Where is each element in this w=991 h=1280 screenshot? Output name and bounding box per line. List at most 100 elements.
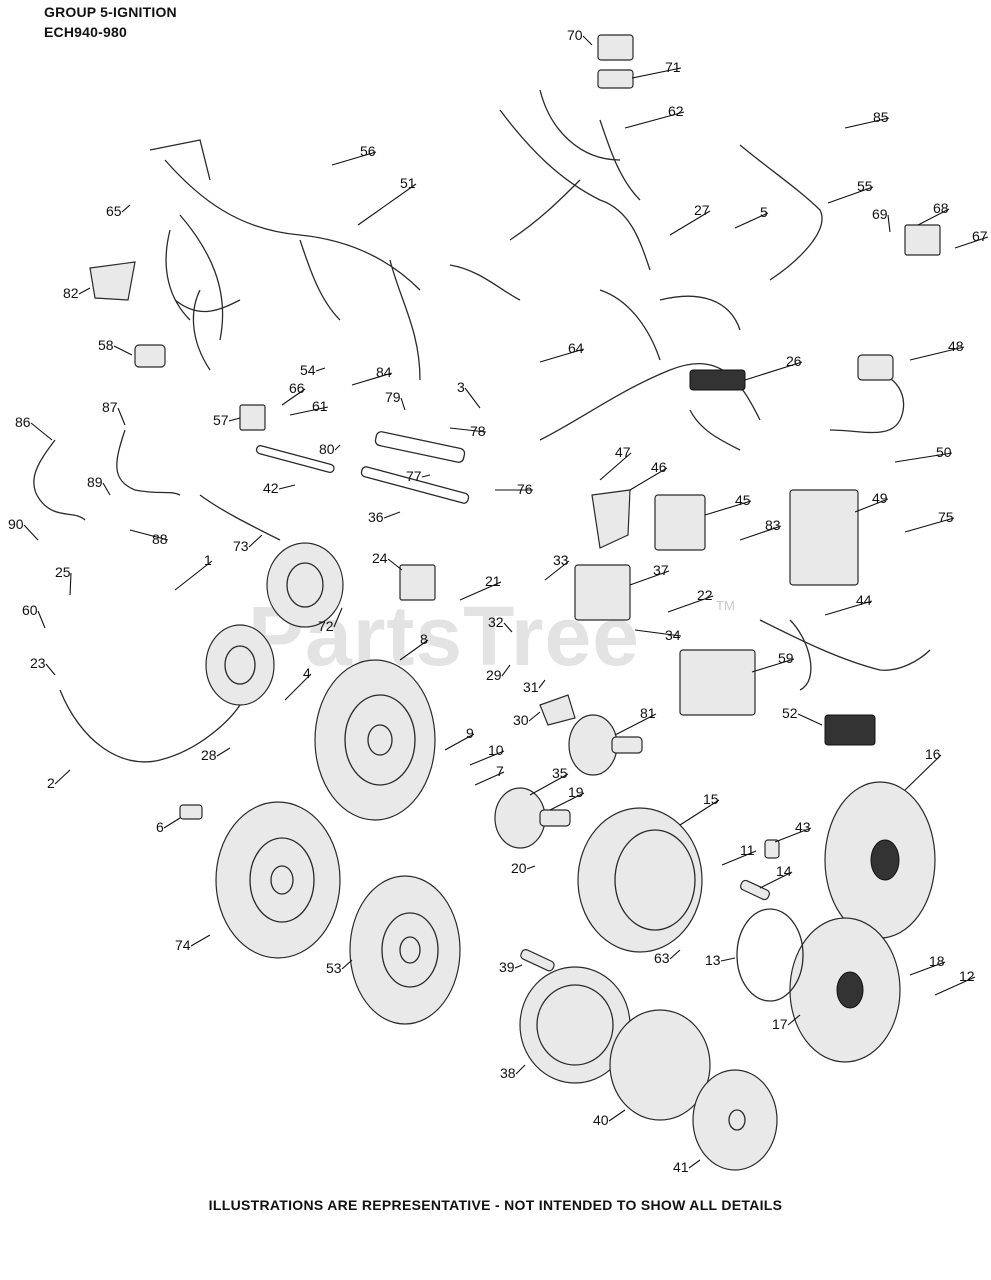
callout-30: 30 [513, 712, 529, 728]
callout-26: 26 [786, 353, 802, 369]
callout-56: 56 [360, 143, 376, 159]
callout-leader-45 [704, 500, 752, 516]
sensor-58 [134, 344, 166, 368]
cable-42 [255, 445, 335, 474]
callout-leader-69 [887, 214, 891, 233]
callout-leader-2 [54, 769, 71, 785]
callout-leader-70 [582, 35, 593, 46]
callout-59: 59 [778, 650, 794, 666]
callout-31: 31 [523, 679, 539, 695]
callout-leader-74 [190, 934, 211, 947]
callout-leader-7 [474, 771, 505, 786]
callout-55: 55 [857, 178, 873, 194]
callout-leader-38 [515, 1064, 526, 1075]
callout-89: 89 [87, 474, 103, 490]
callout-14: 14 [776, 863, 792, 879]
callout-leader-53 [341, 959, 353, 970]
callout-leader-88 [129, 529, 169, 541]
callout-leader-62 [624, 111, 685, 129]
stator-73 [266, 542, 344, 628]
callout-leader-51 [357, 183, 417, 226]
callout-leader-44 [824, 600, 873, 616]
callout-24: 24 [372, 550, 388, 566]
callout-leader-18 [909, 961, 946, 976]
callout-82: 82 [63, 285, 79, 301]
callout-71: 71 [665, 59, 681, 75]
callout-16: 16 [925, 746, 941, 762]
callout-54: 54 [300, 362, 316, 378]
callout-21: 21 [485, 573, 501, 589]
callout-leader-39 [514, 964, 523, 969]
flywheel-53 [349, 875, 461, 1025]
callout-leader-79 [400, 397, 406, 411]
callout-leader-77 [421, 474, 431, 478]
callout-62: 62 [668, 103, 684, 119]
callout-23: 23 [30, 655, 46, 671]
callout-leader-8 [399, 639, 429, 661]
bracket-30 [539, 694, 576, 726]
callout-58: 58 [98, 337, 114, 353]
callout-leader-26 [744, 361, 803, 381]
callout-leader-16 [904, 754, 942, 791]
callout-leader-54 [315, 367, 326, 372]
connector-52 [824, 714, 876, 746]
callout-60: 60 [22, 602, 38, 618]
wiring-harness-55 [739, 144, 823, 281]
callout-83: 83 [765, 517, 781, 533]
cooling-fan-15 [577, 807, 703, 953]
callout-3: 3 [457, 379, 465, 395]
callout-65: 65 [106, 203, 122, 219]
callout-13: 13 [705, 952, 721, 968]
hub-81 [568, 714, 618, 776]
callout-leader-20 [526, 865, 536, 870]
callout-leader-59 [751, 658, 795, 673]
callout-leader-24 [387, 558, 403, 571]
callout-leader-82 [78, 287, 91, 295]
callout-leader-61 [289, 406, 329, 416]
callout-27: 27 [694, 202, 710, 218]
callout-leader-28 [216, 747, 231, 757]
callout-10: 10 [488, 742, 504, 758]
callout-leader-13 [720, 957, 736, 962]
callout-leader-71 [631, 67, 682, 79]
callout-87: 87 [102, 399, 118, 415]
callout-20: 20 [511, 860, 527, 876]
callout-81: 81 [640, 705, 656, 721]
callout-leader-63 [669, 949, 681, 960]
callout-leader-64 [539, 348, 585, 363]
callout-67: 67 [972, 228, 988, 244]
callout-leader-11 [721, 850, 757, 866]
callout-leader-25 [69, 572, 72, 596]
callout-77: 77 [406, 468, 422, 484]
callout-leader-49 [854, 498, 889, 513]
callout-52: 52 [782, 705, 798, 721]
callout-45: 45 [735, 492, 751, 508]
stator-2 [205, 624, 275, 706]
callout-70: 70 [567, 27, 583, 43]
callout-leader-86 [30, 422, 53, 441]
callout-leader-23 [45, 663, 56, 676]
flywheel-8 [314, 659, 436, 821]
callout-18: 18 [929, 953, 945, 969]
wiring-harness-51 [149, 139, 421, 381]
callout-35: 35 [552, 765, 568, 781]
callout-29: 29 [486, 667, 502, 683]
callout-1: 1 [204, 552, 212, 568]
callout-17: 17 [772, 1016, 788, 1032]
callout-leader-75 [904, 517, 955, 533]
callout-leader-35 [529, 773, 569, 796]
callout-leader-4 [284, 673, 312, 701]
callout-leader-83 [739, 525, 782, 541]
pin-14 [740, 879, 770, 901]
callout-leader-21 [459, 581, 502, 601]
callout-22: 22 [697, 587, 713, 603]
callout-leader-36 [383, 511, 401, 519]
callout-leader-72 [333, 607, 343, 628]
relay-57 [239, 404, 266, 431]
callout-34: 34 [665, 627, 681, 643]
callout-74: 74 [175, 937, 191, 953]
callout-leader-52 [797, 713, 823, 726]
callout-69: 69 [872, 206, 888, 222]
gasket-13 [736, 908, 804, 1002]
